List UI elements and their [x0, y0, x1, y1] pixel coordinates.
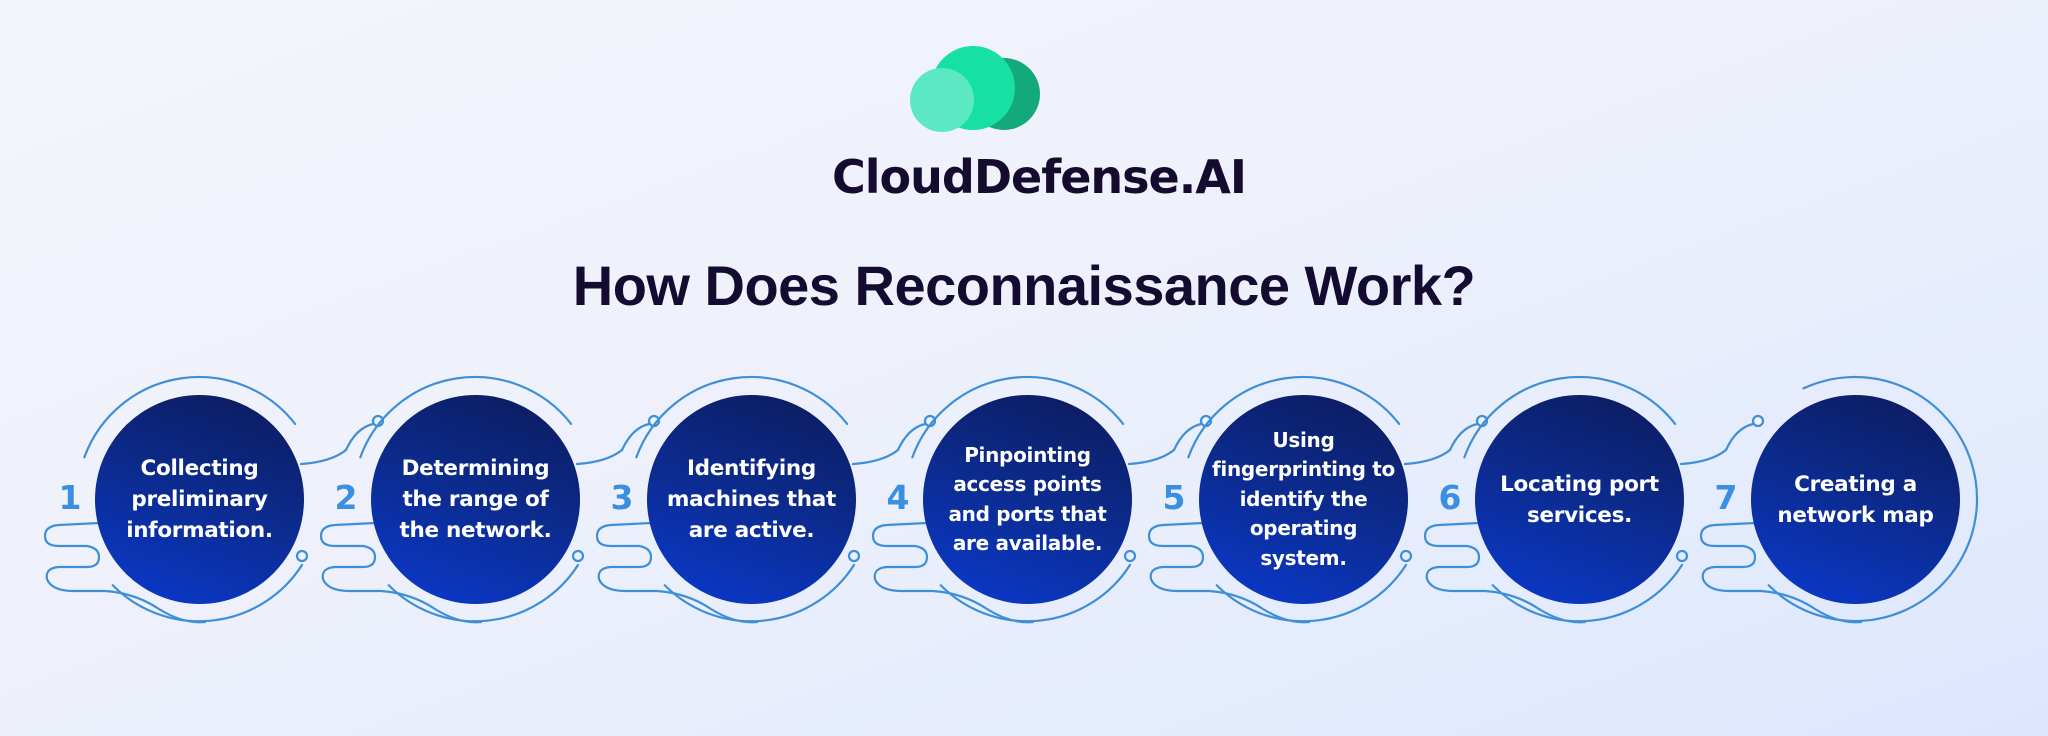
squiggle-wire	[1423, 521, 1587, 624]
squiggle-wire	[43, 521, 207, 624]
connector-wire	[575, 422, 651, 466]
step-label: Creating a network map	[1777, 471, 1934, 528]
step-number: 5	[1162, 478, 1186, 517]
wire-node	[1675, 549, 1689, 563]
step-circle: Determining the range of the network.	[371, 395, 580, 604]
wire-node	[1399, 549, 1413, 563]
step-label: Collecting preliminary information.	[126, 456, 273, 543]
connector-wire	[851, 422, 927, 466]
bottom-ring-arc	[387, 563, 580, 623]
step-number: 7	[1714, 478, 1738, 517]
step-label: Identifying machines that are active.	[667, 456, 836, 543]
step-circle: Creating a network map	[1751, 395, 1960, 604]
bottom-ring-arc	[663, 563, 856, 623]
squiggle-wire	[319, 521, 483, 624]
step-label: Determining the range of the network.	[399, 456, 552, 543]
step-label: Locating port services.	[1500, 471, 1659, 528]
bottom-ring-arc	[1215, 563, 1408, 623]
wire-node	[1123, 549, 1137, 563]
step-number: 2	[334, 478, 358, 517]
squiggle-wire	[1147, 521, 1311, 624]
step-number: 1	[58, 478, 82, 517]
outer-ring-arc	[359, 375, 573, 459]
wire-node	[571, 549, 585, 563]
bottom-ring-arc	[1491, 563, 1684, 623]
squiggle-wire	[595, 521, 759, 624]
step-number: 4	[886, 478, 910, 517]
outer-ring-arc	[635, 375, 849, 459]
outer-ring-arc	[83, 375, 297, 459]
brand-name: CloudDefense.AI	[832, 150, 1247, 204]
logo-circle-light	[910, 68, 974, 132]
wire-node	[847, 549, 861, 563]
brand-logo: CloudDefense.AI	[0, 0, 2048, 210]
connector-wire	[1403, 422, 1479, 466]
step-circle: Pinpointing access points and ports that…	[923, 395, 1132, 604]
connector-wire	[1679, 422, 1755, 466]
step-label: Pinpointing access points and ports that…	[948, 442, 1107, 556]
outer-ring-arc	[911, 375, 1125, 459]
outer-ring-arc	[1463, 375, 1677, 459]
step-number: 6	[1438, 478, 1462, 517]
step-circle: Collecting preliminary information.	[95, 395, 304, 604]
outer-ring-arc	[1187, 375, 1401, 459]
squiggle-wire	[871, 521, 1035, 624]
bottom-ring-arc	[111, 563, 304, 623]
connector-wire	[1127, 422, 1203, 466]
step-number: 3	[610, 478, 634, 517]
page-title: How Does Reconnaissance Work?	[572, 254, 1476, 317]
cloud-logo-icon	[906, 44, 1040, 140]
outer-ring-arc	[1802, 375, 1979, 621]
step-circle: Identifying machines that are active.	[647, 395, 856, 604]
squiggle-wire	[1699, 521, 1863, 624]
connector-wire	[299, 422, 375, 466]
step-circle: Using fingerprinting to identify the ope…	[1199, 395, 1408, 604]
bottom-ring-arc	[939, 563, 1132, 623]
step-circle: Locating port services.	[1475, 395, 1684, 604]
step-label: Using fingerprinting to identify the ope…	[1212, 427, 1395, 570]
wire-node	[295, 549, 309, 563]
wire-node	[1751, 414, 1765, 428]
